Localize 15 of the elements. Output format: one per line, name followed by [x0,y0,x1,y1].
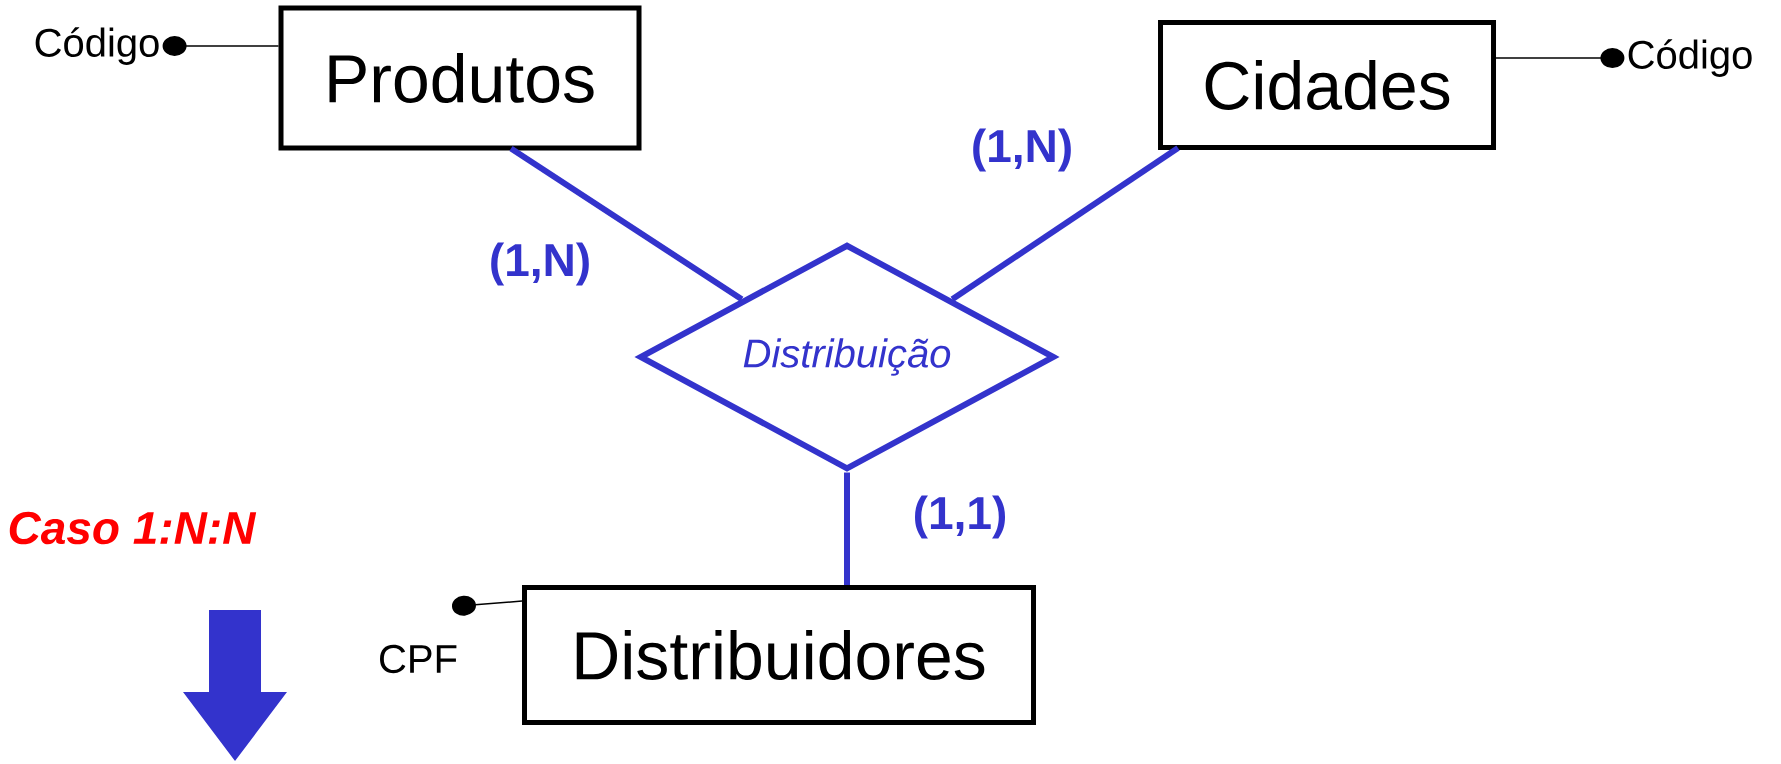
cardinality-label: (1,N) [486,240,594,288]
entity-box: Produtos [278,5,642,151]
attribute-label: Código [1628,39,1752,77]
attribute-line [452,595,523,616]
case-label: Caso 1:N:N [9,511,257,545]
attribute-line [1495,48,1625,68]
attribute-line [162,36,280,56]
relationship-line [950,145,1180,302]
attribute-label: Código [35,27,159,65]
attribute-label: CPF [380,644,457,674]
relationship-line [509,146,744,302]
cardinality-label: (1,N) [968,126,1076,174]
cardinality-label: (1,1) [910,493,1010,541]
entity-box: Distribuidores [522,585,1036,725]
entity-box: Cidades [1158,20,1496,150]
